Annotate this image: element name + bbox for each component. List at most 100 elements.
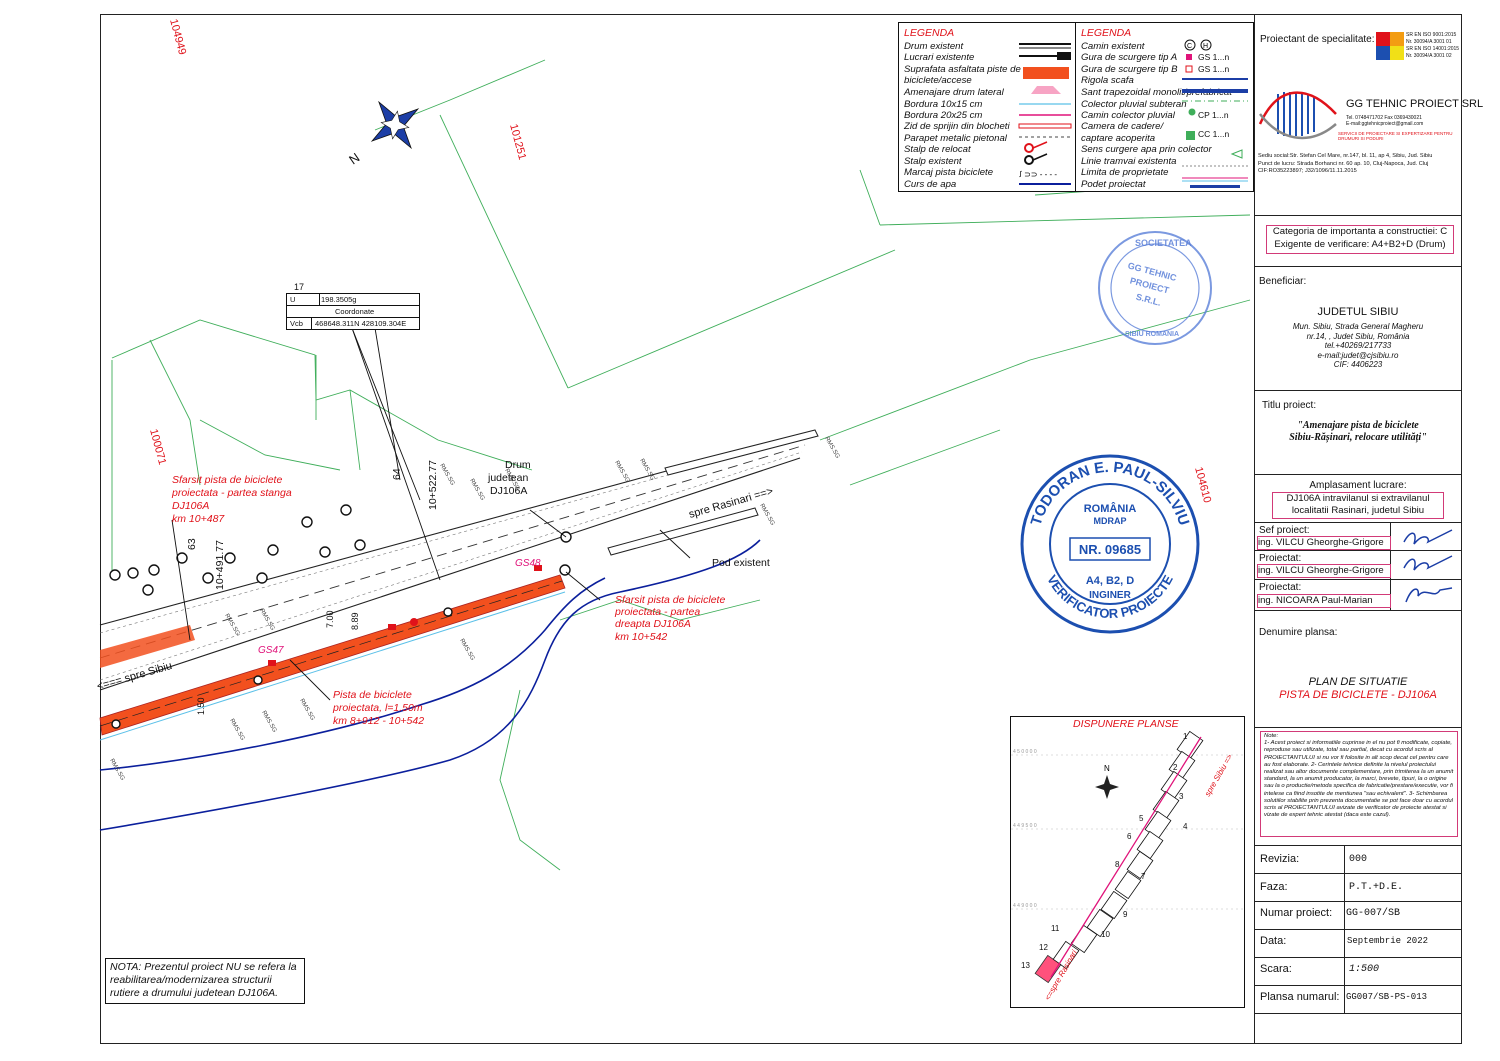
sheet-layout-minimap: DISPUNERE PLANSE 4 5 0 0 0 0 4 4 9 5 0 0… (1010, 716, 1245, 1008)
svg-text:5: 5 (1139, 814, 1144, 823)
stamp-text: SIBIU ROMANIA (1125, 331, 1179, 338)
legend-item: Gura de scurgere tip A (1081, 52, 1178, 63)
field-value: 000 (1349, 854, 1368, 865)
stamp-number: NR. 09685 (1079, 542, 1141, 557)
svg-text:RMS.SG: RMS.SG (613, 460, 630, 484)
parcel-number: 104949 (167, 18, 188, 57)
signature-icon (1405, 587, 1453, 603)
legend-right-symbols: C H (1182, 39, 1248, 188)
legend-item: Zid de sprijin din blocheti (904, 121, 1010, 132)
category-box: Categoria de importanta a constructiei: … (1266, 225, 1454, 254)
stamp-text: SOCIETATEA (1135, 238, 1192, 248)
svg-text:7: 7 (1141, 872, 1146, 881)
water-course (99, 539, 761, 831)
u-value: 198.3505g (321, 295, 357, 304)
field-label: Faza: (1260, 881, 1288, 893)
legend-item: Sens curgere apa prin colector (1081, 144, 1212, 155)
field-label: Plansa numarul: (1260, 991, 1340, 1003)
beneficiary-info: Mun. Sibiu, Strada General Magheru nr.14… (1292, 322, 1424, 369)
field-value: Septembrie 2022 (1347, 936, 1429, 946)
roles-table: Sef proiect: ing. VILCU Gheorghe-Grigore… (1254, 522, 1462, 610)
end-left-label: DJ106A (172, 500, 209, 512)
legend-item: captare acoperita (1081, 133, 1156, 144)
beneficiary-name: JUDETUL SIBIU (1317, 306, 1399, 318)
legend-item: Colector pluvial subteran (1081, 99, 1187, 110)
drawing-name: PLAN DE SITUATIE PISTA DE BICICLETE - DJ… (1279, 676, 1437, 701)
svg-text:ꭍ ⊃⊃ - - - -: ꭍ ⊃⊃ - - - - (1019, 170, 1057, 179)
point-number: 17 (294, 282, 305, 292)
existing-wells (109, 504, 572, 729)
end-right-label: Sfarsit pista de biciclete (615, 594, 725, 606)
legend-item: Sant trapezoidal monolit/prefabricat (1081, 87, 1232, 98)
field-value: 1:500 (1349, 964, 1380, 975)
svg-text:6: 6 (1127, 832, 1132, 841)
field-value: GG007/SB-PS-013 (1346, 992, 1428, 1002)
svg-text:9: 9 (1123, 910, 1128, 919)
legend-item: Drum existent (904, 41, 964, 52)
iso-logo (1376, 32, 1390, 46)
end-right-label: proiectata - partea (614, 606, 700, 618)
svg-text:RMS.SG: RMS.SG (458, 638, 475, 662)
beneficiary-label: Beneficiar: (1259, 276, 1307, 287)
bridge-label: Pod existent (712, 557, 770, 569)
svg-text:RMS.SG: RMS.SG (438, 463, 455, 487)
legend-item: Rigola scafa (1081, 75, 1134, 86)
project-title: "Amenajare pista de biciclete Sibiu-Răși… (1289, 420, 1427, 443)
grid-label: 4 4 9 0 0 0 (1013, 903, 1037, 909)
company-stamp: SOCIETATEA GG TEHNIC PROIECT S.R.L. SIBI… (1098, 231, 1212, 345)
end-left-label: proiectata - partea stanga (171, 487, 292, 499)
role-name: ing. NICOARA Paul-Marian (1257, 594, 1391, 608)
gutters (268, 565, 542, 666)
minimap-title: DISPUNERE PLANSE (1073, 718, 1179, 730)
svg-text:N: N (346, 150, 362, 168)
svg-text:RMS.SG: RMS.SG (260, 710, 277, 734)
drawing-frame (100, 14, 1462, 1044)
legend-title: LEGENDA (904, 27, 955, 39)
svg-text:RMS.SG: RMS.SG (108, 758, 125, 782)
minimap-drawing: 4 5 0 0 0 0 4 4 9 5 0 0 4 4 9 0 0 0 N 1 (1011, 730, 1244, 1002)
location-label: Amplasament lucrare: (1309, 480, 1407, 491)
project-title-label: Titlu proiect: (1262, 400, 1317, 411)
legend-item: Lucrari existente (904, 52, 975, 63)
designer-label: Proiectant de specialitate: (1260, 34, 1375, 45)
legend-item: biciclete/accese (904, 75, 972, 86)
bike-lane-label: Pista de biciclete (333, 689, 412, 701)
legend-item: Camin existent (1081, 41, 1145, 52)
svg-text:4: 4 (1183, 822, 1188, 831)
legend-item: Gura de scurgere tip B (1081, 64, 1178, 75)
svg-text:8: 8 (1115, 860, 1120, 869)
legend-item: Bordura 10x15 cm (904, 99, 983, 110)
minimap-north-icon: N (1095, 764, 1119, 799)
svg-text:H: H (1203, 43, 1208, 50)
legend-item: Linie tramvai existenta (1081, 156, 1177, 167)
svg-text:C: C (1187, 43, 1192, 50)
bike-lane-label: km 8+912 - 10+542 (333, 715, 424, 727)
title-block (1254, 14, 1462, 1044)
signature-icon (1403, 529, 1453, 545)
legend-item: Podet proiectat (1081, 179, 1146, 190)
legend-item: Amenajare drum lateral (904, 87, 1004, 98)
road-dj106a (99, 429, 819, 691)
legend-left-symbols: ꭍ ⊃⊃ - - - - (1018, 43, 1072, 185)
leader-lines (171, 327, 691, 701)
svg-text:RMS.SG: RMS.SG (758, 503, 775, 527)
stamp-classes: A4, B2, D (1086, 575, 1134, 587)
dimension-label: 8.89 (350, 612, 360, 630)
dimension-label: 1.50 (196, 697, 206, 715)
end-right-label: dreapta DJ106A (615, 618, 691, 630)
legend: LEGENDA Drum existent Lucrari existente … (898, 22, 1254, 192)
field-label: Data: (1260, 935, 1287, 947)
road-label: Drum (505, 459, 531, 471)
legend-code: GS 1...n (1198, 52, 1230, 62)
field-label: Scara: (1260, 963, 1292, 975)
road-label: judetean (487, 472, 528, 484)
legend-right: LEGENDA Camin existent Gura de scurgere … (1076, 23, 1253, 191)
field-value: GG-007/SB (1346, 908, 1401, 919)
station-number: 63 (186, 538, 198, 550)
svg-text:RMS.SG: RMS.SG (823, 436, 840, 460)
svg-text:2: 2 (1173, 763, 1178, 772)
parcel-number: 100071 (147, 428, 168, 467)
gutter-label: GS47 (258, 645, 284, 656)
signature-icon (1403, 555, 1453, 571)
notes-box: Note: 1- Acest proiect si informatiile c… (1260, 731, 1458, 837)
